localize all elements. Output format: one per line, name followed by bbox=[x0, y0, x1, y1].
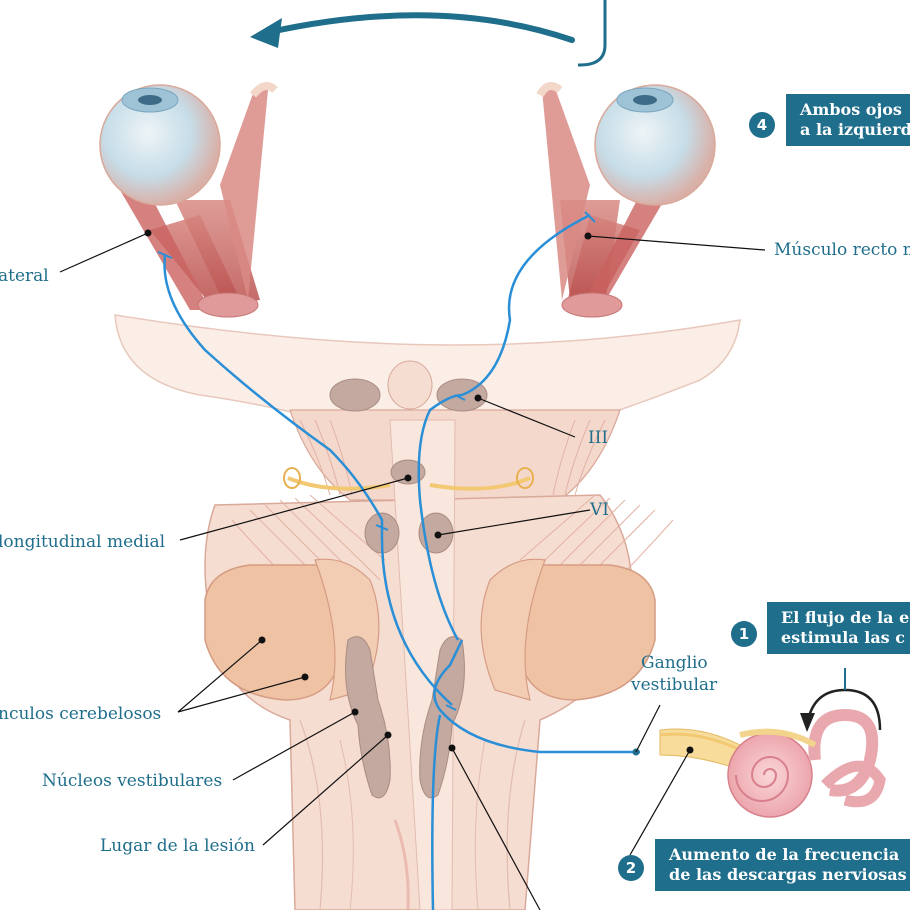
step-4-badge: 4 bbox=[749, 112, 775, 138]
step-4-callout: Ambos ojos a la izquierd bbox=[786, 94, 910, 146]
step-2-line2: de las descargas nerviosas bbox=[669, 865, 907, 884]
leader-lines bbox=[59, 232, 766, 910]
step-2-callout: Aumento de la frecuencia de las descarga… bbox=[655, 839, 910, 891]
pontine-fibers bbox=[231, 419, 674, 641]
label-medial-rectus: Músculo recto m bbox=[774, 240, 910, 260]
step-1-callout: El flujo de la e estimula las c bbox=[767, 602, 910, 654]
step-1-line1: El flujo de la e bbox=[781, 608, 910, 627]
nerve-root-right bbox=[429, 476, 531, 491]
label-ganglion-line2: vestibular bbox=[631, 675, 718, 695]
left-eye bbox=[99, 82, 278, 318]
step-1-badge: 1 bbox=[731, 621, 757, 647]
label-cn-vi: VI bbox=[590, 500, 609, 520]
cranial-nuclei bbox=[329, 360, 488, 554]
label-lesion-site: Lugar de la lesión bbox=[100, 836, 255, 856]
label-vestibular-nuclei: Núcleos vestibulares bbox=[42, 771, 223, 791]
step-1-line2: estimula las c bbox=[781, 628, 905, 647]
rotation-arrow-top bbox=[250, 0, 607, 67]
step-4-line1: Ambos ojos bbox=[800, 100, 902, 119]
label-mlf: longitudinal medial bbox=[0, 532, 166, 552]
label-ganglion-line1: Ganglio bbox=[641, 653, 708, 673]
label-peduncles: nculos cerebelosos bbox=[0, 704, 162, 724]
step-2-badge: 2 bbox=[618, 855, 644, 881]
leader-dots bbox=[144, 229, 694, 754]
vestibular-nuclei bbox=[345, 636, 465, 799]
step-2-line1: Aumento de la frecuencia bbox=[669, 845, 900, 864]
step-4-line2: a la izquierd bbox=[800, 120, 910, 139]
right-eye bbox=[536, 82, 716, 318]
inner-ear bbox=[659, 708, 886, 818]
rotation-arrow-ear bbox=[800, 668, 882, 732]
label-cn-iii: III bbox=[588, 428, 609, 448]
label-lateral-rectus: ateral bbox=[0, 266, 49, 286]
nerve-pathway bbox=[163, 213, 640, 910]
synapse-markers bbox=[157, 211, 596, 711]
